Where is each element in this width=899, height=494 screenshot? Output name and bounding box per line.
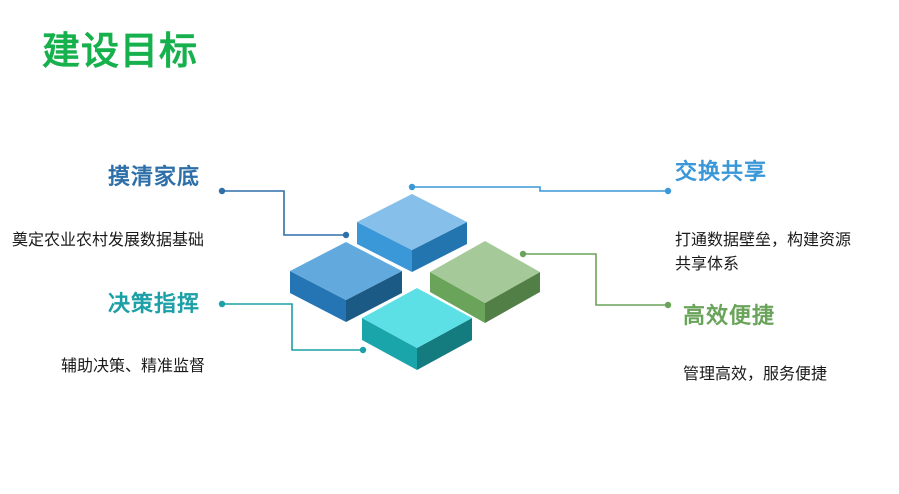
- connector-dot: [342, 231, 350, 239]
- goal-heading-jue-ce-zhi-hui: 决策指挥: [108, 292, 201, 317]
- connector-dot: [218, 187, 226, 195]
- goal-heading-jiao-huan-gong-xiang: 交换共享: [675, 160, 768, 185]
- block-top-face: [362, 288, 472, 348]
- description-line: 打通数据壁垒，构建资源: [675, 230, 852, 249]
- left-block: [290, 242, 402, 322]
- connector-jiao-huan-gong-xiang: [412, 186, 668, 192]
- connector-mo-qing-jia-di: [222, 190, 346, 236]
- block-left-face: [430, 272, 485, 323]
- connector-dot: [218, 300, 226, 308]
- goal-heading-gao-xiao-bian-jie: 高效便捷: [683, 304, 776, 329]
- block-top-face: [290, 242, 402, 300]
- goal-description-mo-qing-jia-di: 奠定农业农村发展数据基础: [12, 230, 205, 249]
- bottom-block: [362, 288, 472, 370]
- page-title: 建设目标: [42, 29, 199, 73]
- goal-description-jue-ce-zhi-hui: 辅助决策、精准监督: [61, 356, 206, 375]
- block-top-face: [430, 241, 540, 303]
- connector-jue-ce-zhi-hui: [222, 303, 363, 351]
- right-block: [430, 241, 540, 323]
- block-right-face: [346, 271, 402, 322]
- block-right-face: [485, 272, 540, 323]
- block-top-face: [357, 194, 467, 250]
- block-right-face: [412, 222, 467, 272]
- connector-dot: [408, 183, 416, 191]
- block-right-face: [417, 318, 472, 370]
- connector-gao-xiao-bian-jie: [523, 253, 668, 306]
- connector-dot: [664, 301, 672, 309]
- goal-heading-mo-qing-jia-di: 摸清家底: [108, 165, 201, 190]
- goal-description-gao-xiao-bian-jie: 管理高效，服务便捷: [683, 364, 828, 383]
- block-left-face: [290, 271, 346, 322]
- block-left-face: [357, 222, 412, 272]
- top-block: [357, 194, 467, 272]
- connector-dot: [664, 187, 672, 195]
- description-line: 共享体系: [675, 254, 740, 273]
- goal-description-jiao-huan-gong-xiang: 打通数据壁垒，构建资源 共享体系: [675, 228, 851, 276]
- block-left-face: [362, 318, 417, 370]
- connector-dot: [359, 346, 367, 354]
- connector-dot: [519, 250, 527, 258]
